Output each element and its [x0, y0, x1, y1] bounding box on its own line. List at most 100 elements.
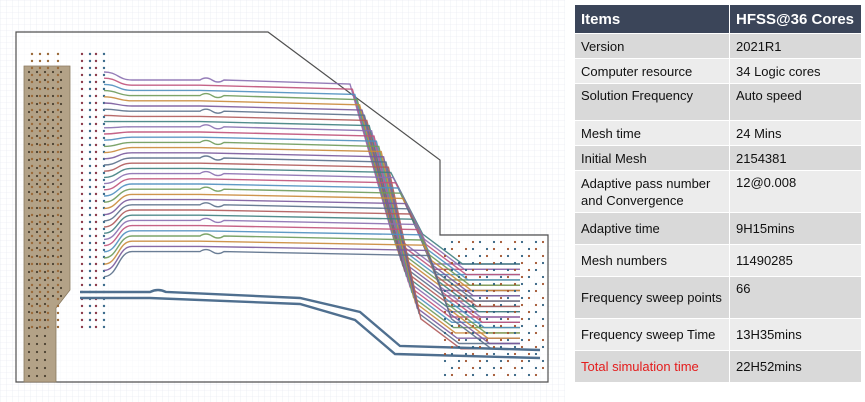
- via: [56, 283, 60, 287]
- via: [102, 52, 106, 56]
- via: [485, 352, 489, 356]
- via: [56, 199, 60, 203]
- via: [541, 282, 545, 286]
- connector-pin: [43, 334, 47, 338]
- via: [541, 359, 545, 363]
- connector-pin: [59, 278, 63, 282]
- via: [534, 345, 538, 349]
- connector-pin: [59, 238, 63, 242]
- via: [80, 199, 84, 203]
- connector-pin: [59, 118, 63, 122]
- via: [30, 66, 34, 70]
- via: [30, 213, 34, 217]
- via: [94, 143, 98, 147]
- connector-pin: [59, 86, 63, 90]
- via: [46, 108, 50, 112]
- via: [450, 373, 454, 377]
- via: [88, 157, 92, 161]
- connector-pin: [43, 238, 47, 242]
- via: [56, 220, 60, 224]
- via: [478, 359, 482, 363]
- connector-pin: [27, 358, 31, 362]
- via: [38, 290, 42, 294]
- trace: [103, 89, 520, 281]
- via: [506, 331, 510, 335]
- via: [499, 366, 503, 370]
- connector-pin: [59, 270, 63, 274]
- via: [499, 296, 503, 300]
- connector-pin: [51, 70, 55, 74]
- via: [506, 352, 510, 356]
- via: [88, 199, 92, 203]
- via: [88, 129, 92, 133]
- via: [443, 317, 447, 321]
- via: [94, 52, 98, 56]
- connector-pin: [59, 134, 63, 138]
- connector-pin: [51, 222, 55, 226]
- via: [46, 129, 50, 133]
- via: [56, 129, 60, 133]
- connector-pin: [27, 70, 31, 74]
- via: [492, 282, 496, 286]
- via: [38, 311, 42, 315]
- via: [506, 338, 510, 342]
- via: [38, 164, 42, 168]
- via: [46, 311, 50, 315]
- via: [513, 303, 517, 307]
- via: [534, 289, 538, 293]
- via: [457, 324, 461, 328]
- via: [38, 59, 42, 63]
- via: [457, 359, 461, 363]
- connector-pin: [59, 198, 63, 202]
- connector-pin: [35, 142, 39, 146]
- connector-pin: [43, 102, 47, 106]
- via: [94, 199, 98, 203]
- row-label: Initial Mesh: [574, 145, 730, 171]
- via: [527, 317, 531, 321]
- connector-pin: [27, 326, 31, 330]
- via: [541, 261, 545, 265]
- connector-pin: [59, 174, 63, 178]
- via: [527, 373, 531, 377]
- via: [80, 150, 84, 154]
- via: [30, 87, 34, 91]
- via: [464, 331, 468, 335]
- via: [80, 115, 84, 119]
- via: [478, 317, 482, 321]
- via: [443, 310, 447, 314]
- via: [94, 213, 98, 217]
- via: [38, 73, 42, 77]
- via: [46, 290, 50, 294]
- via: [443, 338, 447, 342]
- via: [94, 304, 98, 308]
- trace-wide: [80, 296, 541, 360]
- via: [478, 261, 482, 265]
- via: [527, 247, 531, 251]
- connector-pin: [35, 110, 39, 114]
- via: [30, 269, 34, 273]
- via: [46, 199, 50, 203]
- via: [80, 269, 84, 273]
- via: [443, 268, 447, 272]
- connector-pin: [59, 190, 63, 194]
- via: [102, 234, 106, 238]
- via: [88, 255, 92, 259]
- via: [46, 283, 50, 287]
- via: [80, 220, 84, 224]
- via: [80, 136, 84, 140]
- via: [492, 324, 496, 328]
- trace: [103, 162, 520, 350]
- via: [102, 241, 106, 245]
- via: [450, 268, 454, 272]
- via: [471, 345, 475, 349]
- via: [94, 164, 98, 168]
- via: [38, 234, 42, 238]
- via: [30, 276, 34, 280]
- connector-pin: [43, 126, 47, 130]
- via: [102, 283, 106, 287]
- via: [88, 115, 92, 119]
- via: [30, 318, 34, 322]
- via: [56, 234, 60, 238]
- via: [56, 115, 60, 119]
